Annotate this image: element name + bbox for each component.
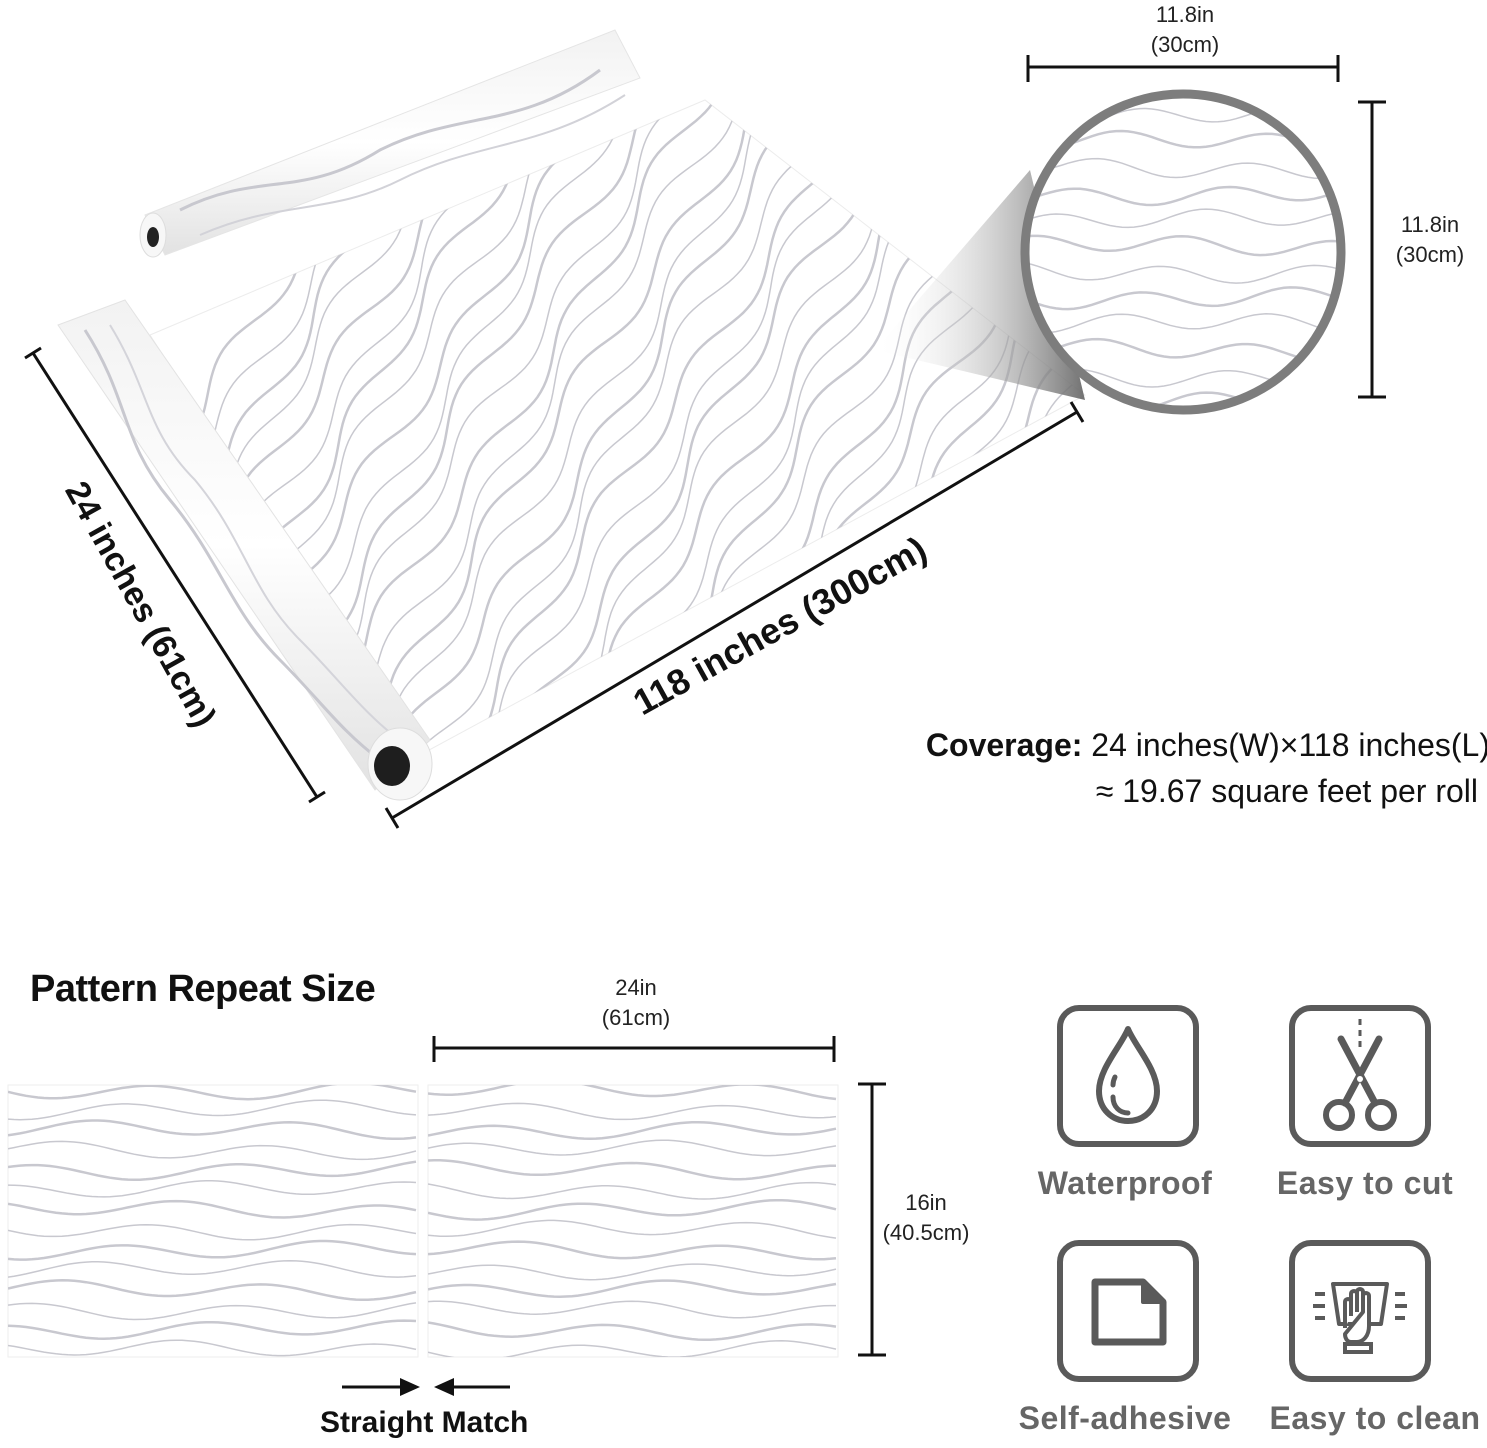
dimension-lines: [24, 55, 1386, 829]
zoom-wave-line: [1025, 157, 1341, 180]
sheet-wave-line: [362, 100, 809, 755]
coverage-text: Coverage: 24 inches(W)×118 inches(L) ≈ 1…: [820, 722, 1487, 814]
sheet-wave-line: [380, 100, 827, 755]
pattern-wave-line: [428, 1198, 837, 1221]
pattern-height-in: 16in: [905, 1190, 947, 1215]
sheet-wave-line: [551, 153, 999, 755]
swatch-width-cm: (30cm): [1150, 32, 1220, 57]
pattern-wave-line: [428, 1279, 837, 1298]
pattern-wave-line: [428, 1102, 837, 1121]
zoom-wave-line: [1025, 313, 1341, 334]
pattern-width-label: 24in (61cm): [536, 973, 736, 1033]
pattern-wave-line: [428, 1219, 837, 1239]
pattern-wave-line: [428, 1300, 836, 1319]
pattern-wave-line: [428, 1120, 837, 1140]
pattern-wave-line: [8, 1279, 417, 1302]
scissors-icon: [1289, 1005, 1431, 1147]
sheet-wave-line: [247, 100, 698, 684]
pattern-panel-left: [7, 1084, 419, 1358]
zoom-wave-line: [1025, 286, 1341, 311]
sheet-wave-line: [257, 100, 716, 690]
water-drop-icon: [1057, 1005, 1199, 1147]
pattern-wave-line: [8, 1339, 417, 1357]
pattern-wave-line: [8, 1239, 417, 1261]
peel-sticker-icon: [1057, 1240, 1199, 1382]
swatch-height-cm: (30cm): [1395, 242, 1465, 267]
wipe-hand-icon: [1289, 1240, 1431, 1382]
pattern-wave-line: [428, 1159, 837, 1181]
pattern-wave-line: [8, 1160, 417, 1182]
arrow-left-icon: [434, 1378, 454, 1396]
sheet-wave-line: [421, 100, 867, 755]
arrow-right-icon: [400, 1378, 420, 1396]
pattern-wave-line: [428, 1139, 837, 1157]
swatch-height-label: 11.8in (30cm): [1370, 210, 1487, 270]
zoom-wave-line: [1025, 234, 1341, 257]
zoom-wave-line: [1025, 208, 1341, 229]
pattern-wave-line: [8, 1140, 417, 1161]
coverage-line1: Coverage: 24 inches(W)×118 inches(L): [820, 722, 1487, 768]
pattern-wave-line: [428, 1263, 837, 1281]
pattern-height-label: 16in (40.5cm): [866, 1188, 986, 1248]
sheet-wave-line: [388, 100, 846, 755]
zoom-circle: [1020, 89, 1346, 415]
swatch-width-in: 11.8in: [1155, 2, 1215, 27]
roll-illustration: [24, 29, 1386, 829]
feature-self-adhesive: Self-adhesive: [1018, 1400, 1232, 1436]
pattern-wave-line: [8, 1223, 417, 1241]
pattern-title: Pattern Repeat Size: [30, 968, 376, 1010]
pattern-width-in: 24in: [615, 975, 657, 1000]
sheet-wave-line: [333, 100, 788, 738]
rolled-tube: [139, 29, 641, 258]
feature-easy-to-clean: Easy to clean: [1269, 1400, 1481, 1436]
sheet-wave-line: [233, 100, 676, 675]
pattern-wave-line: [428, 1321, 837, 1342]
coverage-square-feet: ≈ 19.67 square feet per roll: [1095, 773, 1478, 809]
pattern-wave-line: [428, 1181, 837, 1200]
sheet-wave-line: [308, 100, 760, 722]
pattern-wave-line: [8, 1099, 417, 1121]
pattern-wave-line: [8, 1302, 417, 1321]
pattern-width-cm: (61cm): [601, 1005, 671, 1030]
pattern-wave-line: [8, 1179, 417, 1198]
zoom-wave-line: [1025, 337, 1341, 363]
feature-waterproof: Waterproof: [1037, 1165, 1213, 1201]
pattern-wave-line: [428, 1240, 837, 1261]
pattern-wave-line: [8, 1085, 417, 1101]
coverage-heading: Coverage:: [925, 727, 1083, 763]
sheet-wave-line: [401, 100, 857, 755]
pattern-repeat-illustration: [7, 1036, 886, 1396]
zoom-wave-line: [1025, 261, 1341, 284]
swatch-width-label: 11.8in (30cm): [1085, 0, 1285, 60]
pattern-wave-line: [428, 1085, 837, 1101]
large-roll: [57, 299, 433, 801]
pattern-panel-right: [427, 1084, 839, 1358]
pattern-wave-line: [8, 1260, 417, 1278]
zoom-wave-line: [1025, 185, 1341, 207]
sheet-wave-line: [441, 100, 888, 755]
coverage-dimensions: 24 inches(W)×118 inches(L): [1082, 727, 1487, 763]
pattern-wave-line: [428, 1340, 837, 1357]
swatch-height-in: 11.8in: [1400, 212, 1460, 237]
pattern-wave-line: [8, 1319, 417, 1340]
pattern-wave-line: [8, 1119, 417, 1141]
pattern-height-cm: (40.5cm): [882, 1220, 970, 1245]
feature-easy-to-cut: Easy to cut: [1276, 1165, 1454, 1201]
straight-match-label: Straight Match: [320, 1406, 529, 1439]
pattern-wave-line: [8, 1199, 417, 1219]
